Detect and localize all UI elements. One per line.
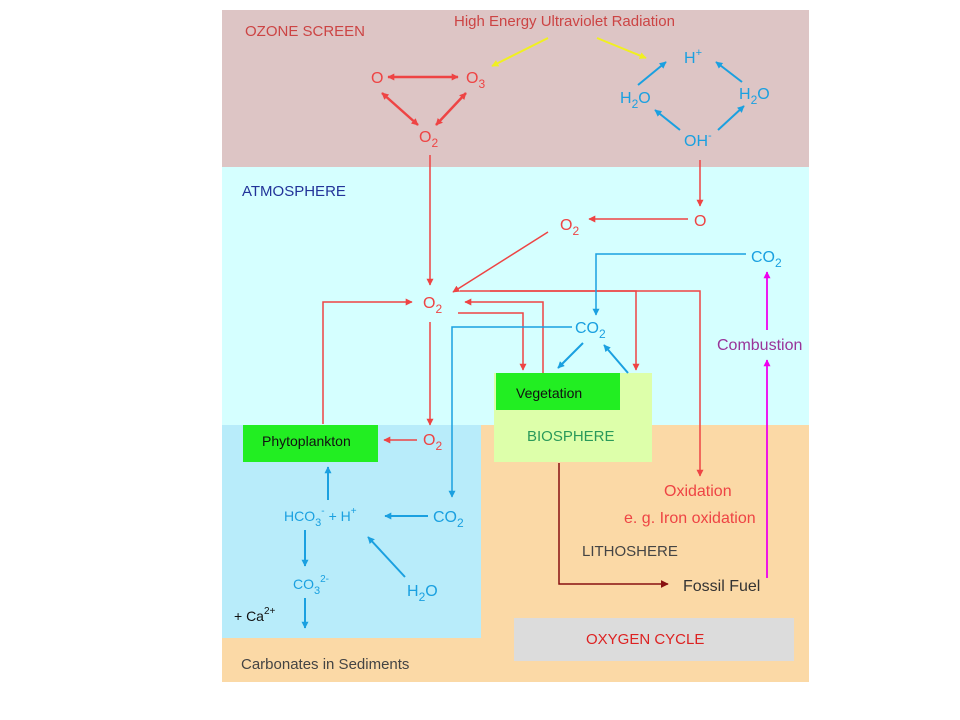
vegetation-box xyxy=(496,373,620,410)
o2-to-oxidation-arrow xyxy=(490,290,704,477)
o-atom-atmosphere: O xyxy=(694,213,706,230)
co3-ocean: CO32- xyxy=(293,574,329,597)
atmosphere-label: ATMOSPHERE xyxy=(242,183,346,200)
o3-ozone: O3 xyxy=(466,70,485,91)
h2o-ocean: H2O xyxy=(407,583,438,604)
o2-ocean: O2 xyxy=(423,432,442,453)
vegetation-label: Vegetation xyxy=(516,385,582,401)
combustion-label: Combustion xyxy=(717,337,802,354)
h2o-to-hco3-arrow xyxy=(367,536,406,578)
h2o-to-h-right xyxy=(715,61,743,83)
diagram-title: OXYGEN CYCLE xyxy=(586,631,704,648)
o2-atmosphere-upper: O2 xyxy=(560,217,579,238)
biosphere-label: BIOSPHERE xyxy=(527,428,615,445)
phytoplankton-label: Phytoplankton xyxy=(262,433,351,449)
upper-o2-to-center-arrow xyxy=(452,231,549,293)
co2-ocean: CO2 xyxy=(433,509,464,530)
sediments-label: Carbonates in Sediments xyxy=(241,656,409,673)
biosphere-to-co2-arrow xyxy=(603,344,629,374)
h2o-to-h-left xyxy=(637,61,667,86)
lithosphere-label: LITHOSHERE xyxy=(582,543,678,560)
title-box xyxy=(514,618,794,661)
ozone-screen-label: OZONE SCREEN xyxy=(245,23,365,40)
o2-to-vegetation-arrow xyxy=(458,312,527,371)
co2-atmosphere-right: CO2 xyxy=(751,249,782,270)
phytoplankton-box xyxy=(243,425,378,462)
calcium-ion: + Ca2+ xyxy=(234,606,276,624)
h2o-right-ozone: H2O xyxy=(739,86,770,107)
iron-oxidation-label: e. g. Iron oxidation xyxy=(624,510,756,527)
o2-ozone: O2 xyxy=(419,129,438,150)
phytoplankton-to-o2-arrow xyxy=(322,298,413,424)
uv-label: High Energy Ultraviolet Radiation xyxy=(454,13,675,30)
oh-to-h2o-left xyxy=(654,109,681,131)
co2-to-vegetation-arrow xyxy=(557,342,584,369)
uv-arrow-right xyxy=(596,37,647,59)
h2o-left-ozone: H2O xyxy=(620,90,651,111)
o-atom-ozone: O xyxy=(371,70,383,87)
co2-to-ocean-arrow xyxy=(448,326,572,498)
o3-o2-arrow xyxy=(435,92,467,126)
o2-atmosphere-center: O2 xyxy=(423,295,442,316)
o-o2-arrow xyxy=(381,92,419,126)
ozone-zone xyxy=(222,10,809,167)
oh-minus-ozone: OH- xyxy=(684,130,712,150)
h-plus-ozone: H+ xyxy=(684,47,702,67)
oh-to-h2o-right xyxy=(717,105,745,131)
uv-arrow-left xyxy=(491,37,549,67)
co2-right-to-center-arrow xyxy=(592,253,746,316)
vegetation-to-o2-arrow xyxy=(464,298,544,373)
oxidation-label: Oxidation xyxy=(664,483,732,500)
biosphere-to-fossil-arrow xyxy=(558,463,669,588)
hco3-ocean: HCO3-+ H+ xyxy=(284,506,357,529)
co2-atmosphere-center: CO2 xyxy=(575,320,606,341)
fossil-fuel-label: Fossil Fuel xyxy=(683,578,760,595)
